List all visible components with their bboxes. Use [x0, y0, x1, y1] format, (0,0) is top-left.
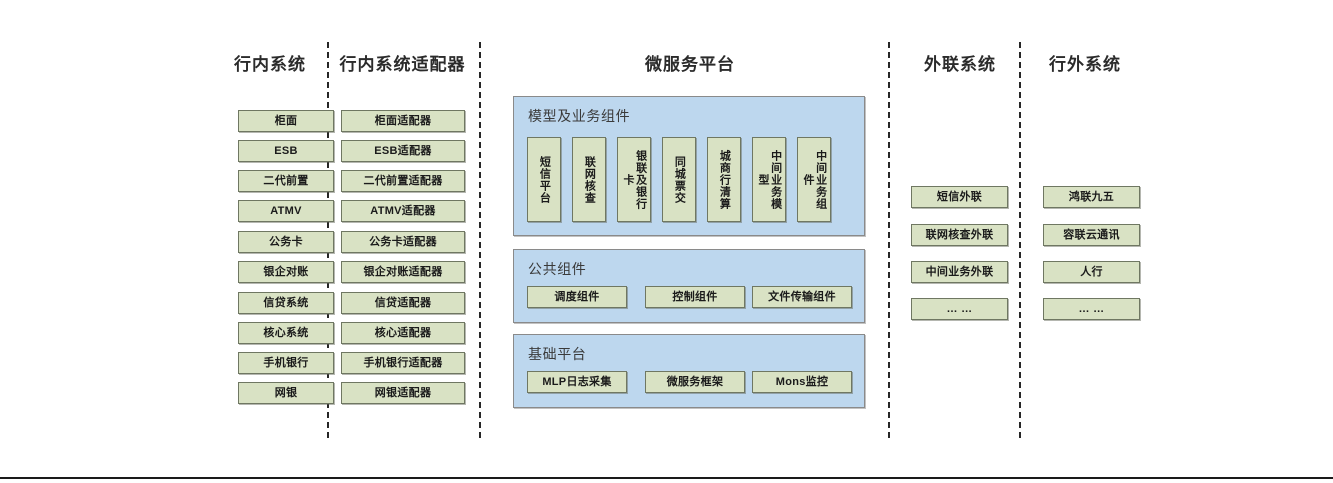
node-internal-adapter-4[interactable]: ATMV适配器 [341, 200, 465, 222]
node-common-component-2[interactable]: 控制组件 [645, 286, 745, 308]
node-internal-system-8[interactable]: 核心系统 [238, 322, 334, 344]
node-base-platform-3[interactable]: Mons监控 [752, 371, 852, 393]
node-base-platform-1[interactable]: MLP日志采集 [527, 371, 627, 393]
column-title-microservice-platform: 微服务平台 [645, 55, 735, 74]
column-title-external-link-systems: 外联系统 [924, 55, 996, 74]
node-internal-system-5[interactable]: 公务卡 [238, 231, 334, 253]
node-internal-system-2[interactable]: ESB [238, 140, 334, 162]
column-title-internal-adapters: 行内系统适配器 [339, 55, 466, 74]
node-internal-adapter-2[interactable]: ESB适配器 [341, 140, 465, 162]
node-model-component-4[interactable]: 同城票交 [662, 137, 696, 222]
divider-3 [888, 42, 890, 438]
node-base-platform-2[interactable]: 微服务框架 [645, 371, 745, 393]
node-internal-system-9[interactable]: 手机银行 [238, 352, 334, 374]
node-internal-adapter-9[interactable]: 手机银行适配器 [341, 352, 465, 374]
node-model-component-6[interactable]: 中间业务模型 [752, 137, 786, 222]
bottom-rule [0, 477, 1333, 479]
node-internal-adapter-7[interactable]: 信贷适配器 [341, 292, 465, 314]
node-external-link-1[interactable]: 短信外联 [911, 186, 1008, 208]
node-outside-bank-4[interactable]: … … [1043, 298, 1140, 320]
node-internal-system-4[interactable]: ATMV [238, 200, 334, 222]
divider-2 [479, 42, 481, 438]
node-outside-bank-3[interactable]: 人行 [1043, 261, 1140, 283]
node-model-component-3[interactable]: 银联及银行卡 [617, 137, 651, 222]
node-common-component-3[interactable]: 文件传输组件 [752, 286, 852, 308]
node-internal-adapter-5[interactable]: 公务卡适配器 [341, 231, 465, 253]
node-external-link-3[interactable]: 中间业务外联 [911, 261, 1008, 283]
node-internal-system-7[interactable]: 信贷系统 [238, 292, 334, 314]
node-internal-system-6[interactable]: 银企对账 [238, 261, 334, 283]
node-internal-adapter-6[interactable]: 银企对账适配器 [341, 261, 465, 283]
node-model-component-5[interactable]: 城商行清算 [707, 137, 741, 222]
node-external-link-2[interactable]: 联网核查外联 [911, 224, 1008, 246]
node-internal-system-10[interactable]: 网银 [238, 382, 334, 404]
column-title-outside-bank-systems: 行外系统 [1049, 55, 1121, 74]
node-internal-system-1[interactable]: 柜面 [238, 110, 334, 132]
column-title-internal-systems: 行内系统 [234, 55, 306, 74]
node-external-link-4[interactable]: … … [911, 298, 1008, 320]
node-internal-adapter-1[interactable]: 柜面适配器 [341, 110, 465, 132]
node-model-component-7[interactable]: 中间业务组件 [797, 137, 831, 222]
node-model-component-2[interactable]: 联网核查 [572, 137, 606, 222]
node-outside-bank-2[interactable]: 容联云通讯 [1043, 224, 1140, 246]
node-model-component-1[interactable]: 短信平台 [527, 137, 561, 222]
node-internal-system-3[interactable]: 二代前置 [238, 170, 334, 192]
panel-label-model-business-components: 模型及业务组件 [528, 108, 631, 124]
panel-label-common-components: 公共组件 [528, 261, 587, 277]
divider-4 [1019, 42, 1021, 438]
node-internal-adapter-10[interactable]: 网银适配器 [341, 382, 465, 404]
node-outside-bank-1[interactable]: 鸿联九五 [1043, 186, 1140, 208]
panel-label-base-platform: 基础平台 [528, 346, 587, 362]
node-internal-adapter-3[interactable]: 二代前置适配器 [341, 170, 465, 192]
node-common-component-1[interactable]: 调度组件 [527, 286, 627, 308]
node-internal-adapter-8[interactable]: 核心适配器 [341, 322, 465, 344]
